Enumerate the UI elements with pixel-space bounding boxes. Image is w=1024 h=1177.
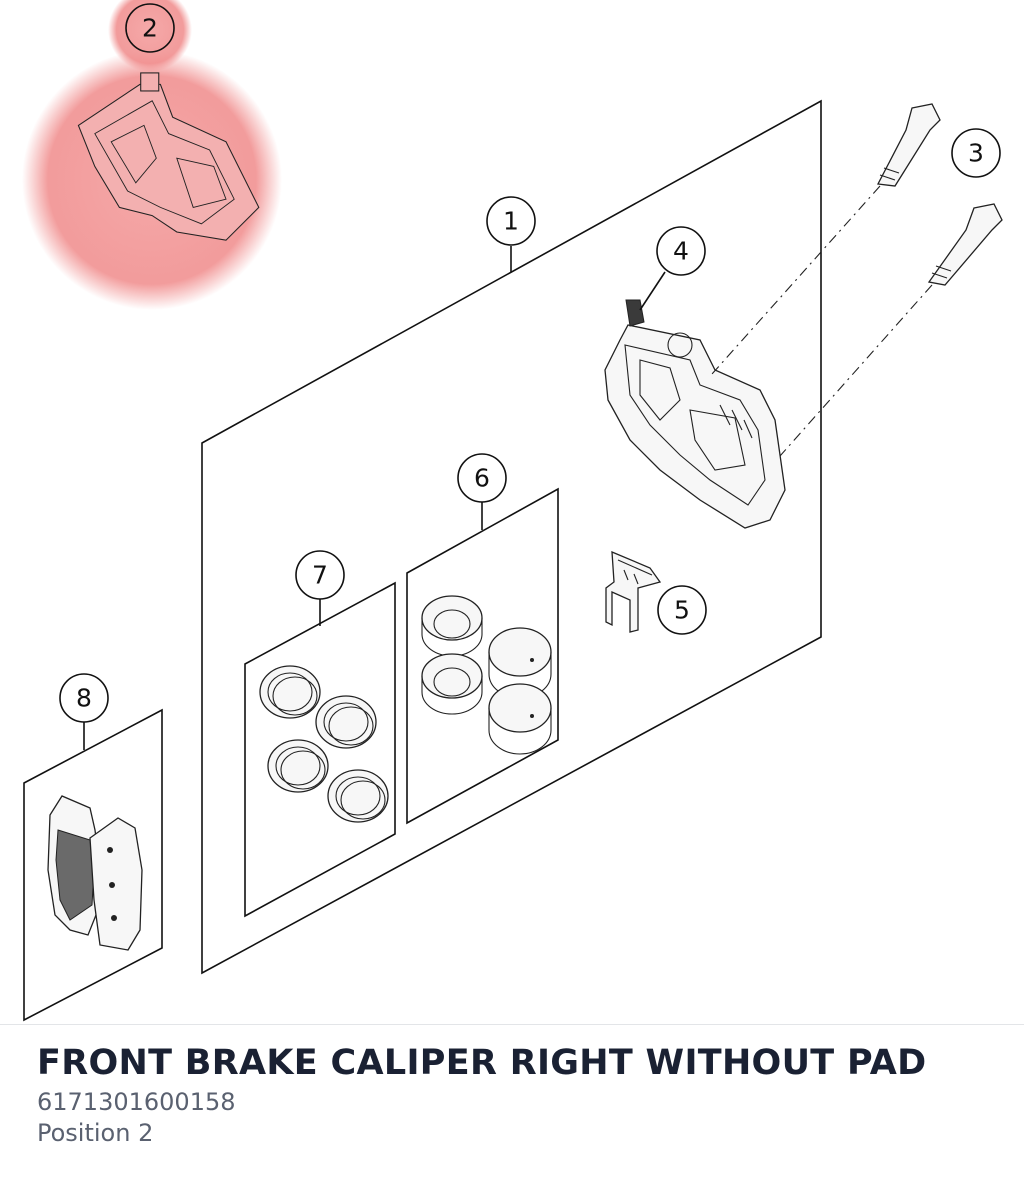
callout-4[interactable]: 4 <box>656 226 706 276</box>
callout-label-8: 8 <box>76 684 92 713</box>
kit-frame-8 <box>23 708 163 1022</box>
part-number: 6171301600158 <box>37 1088 236 1116</box>
kit-frame-6 <box>406 487 559 825</box>
callout-label-7: 7 <box>312 561 328 590</box>
callout-label-3: 3 <box>968 139 984 168</box>
divider <box>0 1024 1024 1025</box>
caliper-thumbnail <box>77 72 260 241</box>
brake-pad-set[interactable] <box>47 795 143 951</box>
callout-6[interactable]: 6 <box>457 453 507 503</box>
bolt-axis-lower <box>779 284 933 457</box>
callout-2[interactable]: 2 <box>125 3 175 53</box>
caliper-bolt-upper[interactable] <box>876 103 941 187</box>
piston-set[interactable] <box>421 595 552 755</box>
seal-set[interactable] <box>259 665 389 823</box>
pad-spring[interactable] <box>605 550 662 633</box>
kit-frame-1 <box>201 99 822 975</box>
kit-frame-7 <box>244 581 396 918</box>
leader-4 <box>639 271 666 311</box>
caliper-bolt-lower[interactable] <box>927 203 1003 286</box>
callout-label-4: 4 <box>673 237 689 266</box>
callout-label-6: 6 <box>474 464 490 493</box>
part-title: FRONT BRAKE CALIPER RIGHT WITHOUT PAD <box>37 1043 927 1083</box>
callout-label-5: 5 <box>674 596 690 625</box>
callout-3[interactable]: 3 <box>951 128 1001 178</box>
bolt-axis-upper <box>711 185 881 375</box>
part-position: Position 2 <box>37 1119 154 1147</box>
caliper-body[interactable] <box>604 299 786 529</box>
callout-8[interactable]: 8 <box>59 673 109 723</box>
callout-label-2: 2 <box>142 14 158 43</box>
callout-label-1: 1 <box>503 207 519 236</box>
callout-7[interactable]: 7 <box>295 550 345 600</box>
callout-1[interactable]: 1 <box>486 196 536 246</box>
callout-5[interactable]: 5 <box>657 585 707 635</box>
exploded-parts-diagram: 1 2 3 4 5 6 7 8 <box>22 0 1003 1022</box>
highlight-item-2[interactable] <box>22 0 282 310</box>
